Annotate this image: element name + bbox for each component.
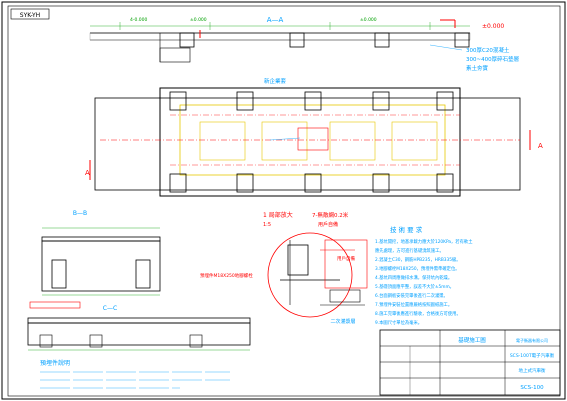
- inner-border: [7, 5, 561, 397]
- detail-4-label: 二次灌漿層: [330, 318, 355, 325]
- note-item: 1.基坑開挖，地基承載力應大於120KPa，若有軟土: [375, 238, 473, 245]
- detail-circle: [267, 232, 355, 318]
- detail-1-title: 1 局部放大: [263, 211, 293, 219]
- title-block: [379, 329, 561, 396]
- dim-label-1: 4-0.000: [130, 17, 148, 23]
- section-cc: [27, 301, 251, 351]
- title-code: SCS-100: [520, 385, 544, 391]
- section-cc-label: C—C: [103, 305, 117, 312]
- title-company: 電子衡器有限公司: [516, 337, 548, 343]
- section-mark-a-left: A: [85, 169, 90, 177]
- note-item: 3.地腳螺栓M18X250，預埋件需準確定位。: [375, 265, 460, 272]
- detail-2-sub: 用戶自備: [318, 221, 338, 228]
- note-line-1: 300厚C20混凝土: [466, 46, 510, 54]
- note-item: 7.預埋件安裝位置應嚴格按照圖紙施工。: [375, 301, 452, 308]
- note-item: 應先處理，方可進行基礎澆筑施工。: [375, 247, 444, 254]
- detail-1-scale: 1:5: [263, 222, 271, 228]
- sheet-tag: SYK-YH: [20, 12, 40, 19]
- dim-label-2: ±0.000: [190, 17, 207, 23]
- title-project: SCS-100T電子汽車衡: [510, 352, 555, 359]
- detail-right: [320, 239, 368, 306]
- sheet-tag-box: [10, 8, 50, 20]
- notes-list: 1.基坑開挖，地基承載力應大於120KPa，若有軟土 應先處理，方可進行基礎澆筑…: [375, 238, 473, 326]
- section-aa: [89, 19, 471, 63]
- note-item: 6.台面鋼板安裝完畢後進行二次灌漿。: [375, 292, 448, 299]
- notes-title: 技 術 要 求: [390, 225, 423, 234]
- plan-label: 新企業套: [264, 77, 287, 85]
- note-item: 9.本圖尺寸單位為毫米。: [375, 319, 422, 326]
- note-item: 5.基礎頂面應平整，誤差不大於±5mm。: [375, 283, 454, 290]
- detail-2-title: 7-無敵網0.2米: [312, 211, 349, 219]
- bottom-left-title: 預埋件說明: [40, 359, 70, 367]
- section-bb-label: B—B: [73, 210, 87, 217]
- detail-3-label: 用戶自備: [337, 255, 355, 262]
- detail-note: 預埋件M18X250地腳螺栓: [200, 272, 253, 279]
- section-mark-a-right: A: [538, 142, 543, 150]
- section-aa-label: A—A: [267, 16, 284, 24]
- dim-label-3: ±0.000: [360, 17, 377, 23]
- note-item: 8.施工完畢後應進行驗收，合格後方可使用。: [375, 310, 461, 317]
- note-item: 2.混凝土C30，鋼筋HPB235，HRB335級。: [375, 256, 461, 263]
- plan-view: [89, 87, 531, 197]
- title-drawing-name: 基礎施工圖: [458, 336, 486, 344]
- note-line-3: 素土夯實: [466, 64, 489, 72]
- title-type: 地上式汽車衡: [519, 367, 546, 374]
- section-bb: [41, 227, 161, 296]
- bottom-left-lines: [40, 371, 230, 389]
- note-line-2: 300~400厚碎石墊層: [466, 55, 519, 63]
- elevation-label: ±0.000: [482, 23, 504, 30]
- note-item: 4.基坑四周應做排水溝，保持坑內乾燥。: [375, 274, 452, 281]
